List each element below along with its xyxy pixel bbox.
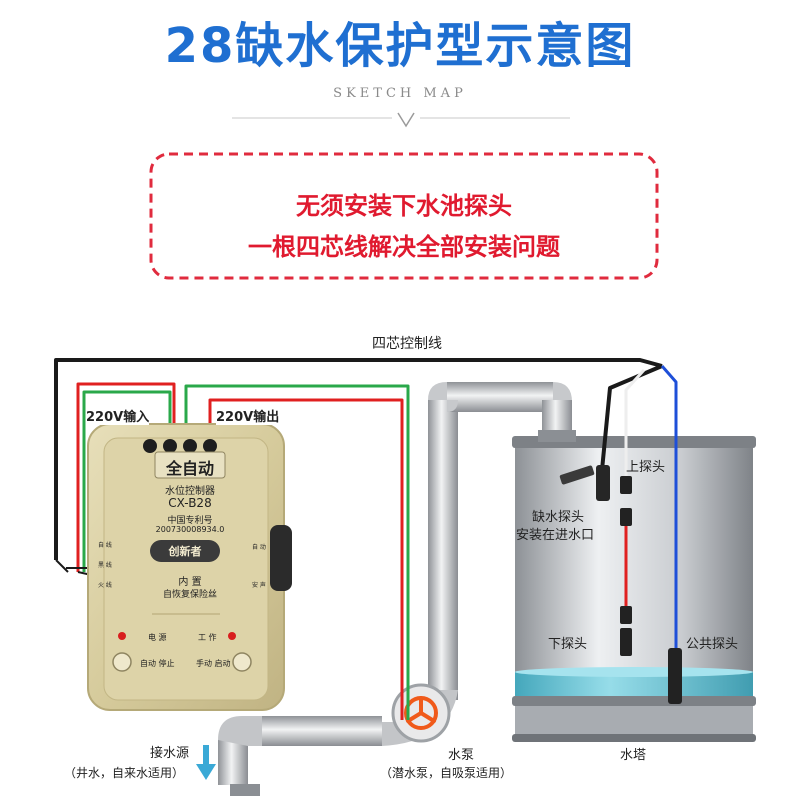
wire-input-red: [76, 382, 176, 572]
callout-frame: [149, 152, 659, 280]
controller-device: [87, 423, 292, 711]
device-brand: 创新者: [168, 545, 202, 558]
callout-line-2: 一根四芯线解决全部安装问题: [248, 233, 560, 261]
auto-stop-button[interactable]: [113, 653, 131, 671]
device-side-label-4: 自 动: [252, 544, 266, 551]
device-fuse-line-1: 内 置: [178, 577, 202, 588]
label-water-source-note: （井水，自来水适用）: [64, 766, 185, 780]
water-source-arrow: [196, 745, 216, 780]
device-side-label-5: 安 声: [252, 582, 266, 589]
sketch-chevron: [397, 112, 415, 128]
label-pump-note: （潜水泵，自吸泵适用）: [380, 766, 513, 780]
label-pump: 水泵: [448, 748, 475, 763]
label-220v-input: 220V输入: [86, 406, 150, 425]
water-pipe: [218, 382, 576, 796]
device-work-label: 工 作: [198, 633, 217, 642]
manual-start-button[interactable]: [233, 653, 251, 671]
page-title: 28缺水保护型示意图: [164, 18, 636, 74]
label-common-probe: 公共探头: [686, 637, 739, 652]
wire-to-probes-black: [600, 364, 663, 471]
wire-output-green: [184, 384, 410, 720]
device-auto-stop-label: 自动 停止: [140, 659, 175, 668]
label-low-water-probe: 缺水探头: [532, 510, 585, 525]
control-wires: [54, 358, 678, 720]
wire-to-probes-blue: [660, 365, 678, 650]
device-model: CX-B28: [168, 496, 212, 510]
water-tower: [512, 436, 756, 742]
wire-to-probes-white: [624, 368, 646, 480]
label-water-tower: 水塔: [620, 748, 647, 763]
label-water-source: 接水源: [150, 746, 190, 761]
wire-four-core: [54, 358, 663, 560]
label-control-wire: 四芯控制线: [372, 336, 442, 352]
device-side-label-2: 黑 线: [98, 562, 112, 569]
probes: [559, 465, 682, 704]
device-subtitle: 水位控制器: [165, 486, 215, 497]
device-manual-start-label: 手动 启动: [196, 659, 231, 668]
device-patent-number: 200730008934.0: [155, 525, 225, 534]
label-upper-probe: 上探头: [626, 460, 666, 475]
label-low-water-probe-note: 安装在进水口: [516, 528, 595, 543]
wire-output-red: [208, 398, 404, 720]
device-side-label-1: 自 线: [98, 542, 112, 549]
device-title: 全自动: [165, 459, 214, 478]
page-subtitle: SKETCH MAP: [333, 86, 467, 101]
device-power-label: 电 源: [148, 633, 167, 642]
label-220v-output: 220V输出: [216, 406, 280, 425]
device-side-label-3: 火 线: [98, 582, 112, 589]
callout-line-1: 无须安装下水池探头: [296, 192, 512, 220]
device-fuse-line-2: 自恢复保险丝: [162, 590, 217, 600]
device-patent-title: 中国专利号: [167, 516, 213, 526]
label-lower-probe: 下探头: [548, 637, 588, 652]
wire-input-green: [82, 390, 172, 572]
